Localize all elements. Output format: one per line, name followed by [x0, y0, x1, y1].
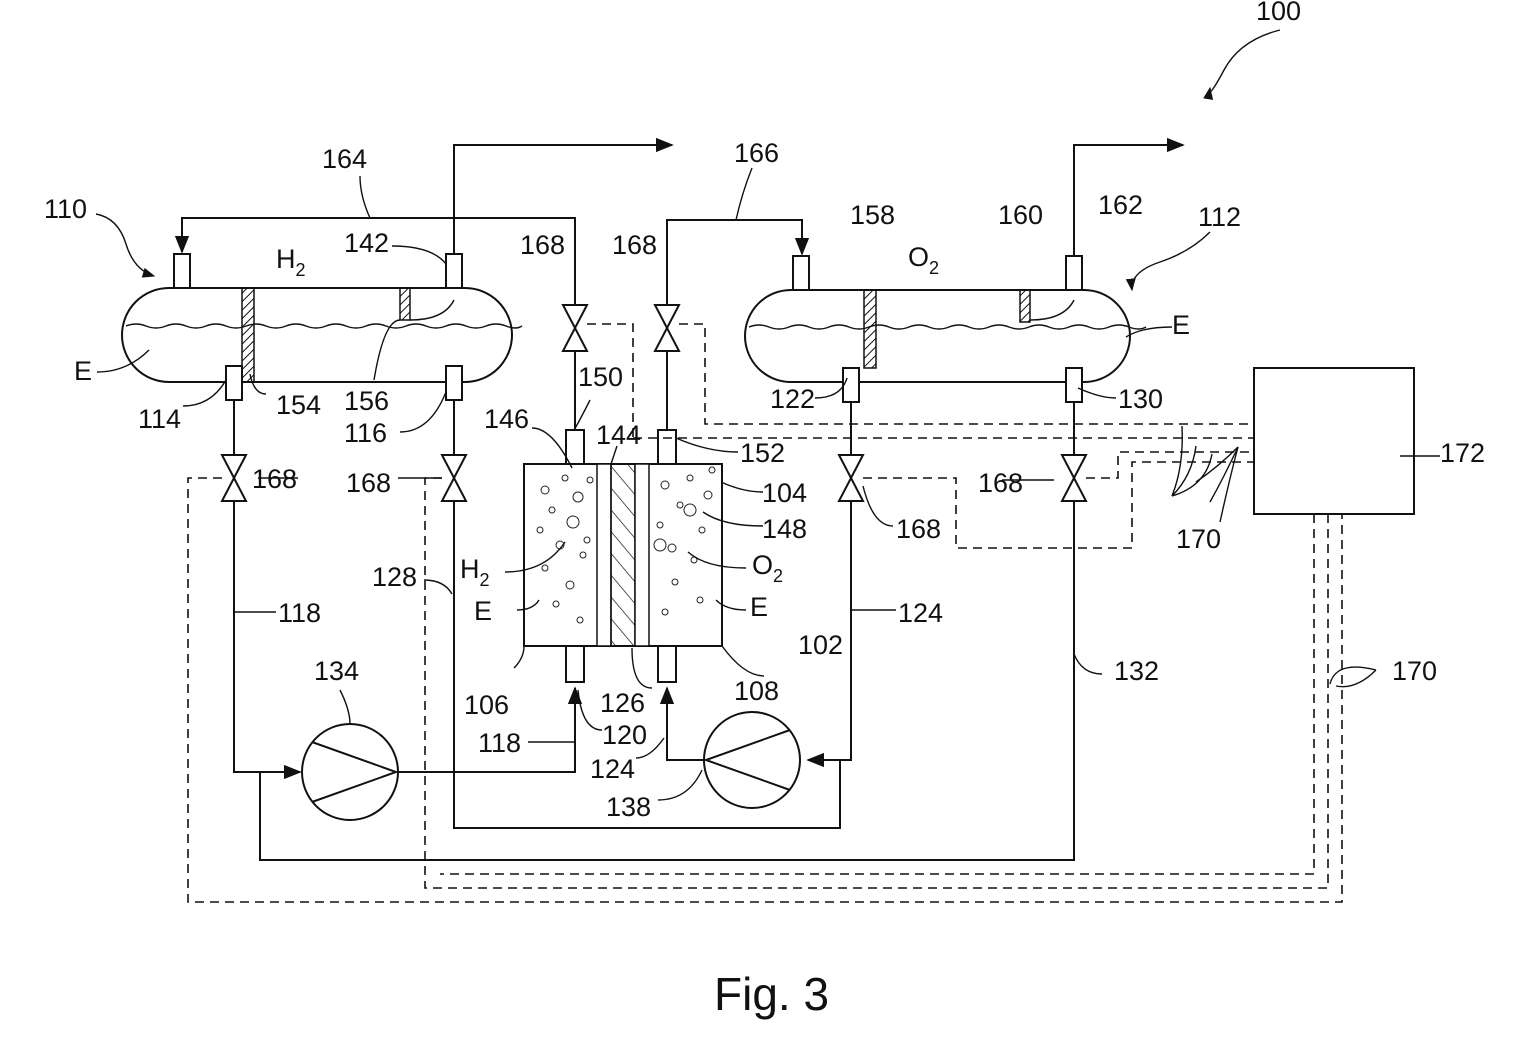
label-112: 112 — [1198, 202, 1241, 232]
label-150: 150 — [578, 362, 623, 392]
label-114: 114 — [138, 404, 181, 434]
label-170-b: 170 — [1392, 656, 1437, 686]
label-124-b: 124 — [590, 754, 635, 784]
label-138: 138 — [606, 792, 651, 822]
label-162: 162 — [1098, 190, 1143, 220]
label-130: 130 — [1118, 384, 1163, 414]
label-100: 100 — [1256, 0, 1301, 26]
label-168-a: 168 — [520, 230, 565, 260]
label-144: 144 — [596, 420, 641, 450]
label-124-a: 124 — [898, 598, 943, 628]
label-168-c: 168 — [252, 464, 297, 494]
equalizing-line-166 — [667, 220, 802, 290]
label-160: 160 — [998, 200, 1043, 230]
label-108: 108 — [734, 676, 779, 706]
label-128: 128 — [372, 562, 417, 592]
label-168-f: 168 — [978, 468, 1023, 498]
label-168-e: 168 — [896, 514, 941, 544]
label-132: 132 — [1114, 656, 1159, 686]
valve-168-line-130 — [1062, 455, 1086, 501]
label-148: 148 — [762, 514, 807, 544]
hydrogen-separator-tank — [122, 254, 522, 400]
label-o2-tank: O2 — [908, 242, 939, 278]
label-134: 134 — [314, 656, 359, 686]
label-e-cell-right: E — [750, 592, 768, 622]
label-164: 164 — [322, 144, 367, 174]
label-118-b: 118 — [478, 728, 521, 758]
label-120: 120 — [602, 720, 647, 750]
valve-168-hydrogen-gas — [563, 305, 587, 351]
valve-168-line-114 — [222, 455, 246, 501]
label-106: 106 — [464, 690, 509, 720]
label-156: 156 — [344, 386, 389, 416]
label-158: 158 — [850, 200, 895, 230]
pump-134 — [302, 724, 398, 820]
label-102: 102 — [798, 630, 843, 660]
label-116: 116 — [344, 418, 387, 448]
label-e-cell-left: E — [474, 596, 492, 626]
label-154: 154 — [276, 390, 321, 420]
label-146: 146 — [484, 404, 529, 434]
label-168-d: 168 — [346, 468, 391, 498]
label-126: 126 — [600, 688, 645, 718]
label-e-left: E — [74, 356, 92, 386]
oxygen-separator-tank — [745, 256, 1146, 402]
figure-caption: Fig. 3 — [714, 968, 829, 1020]
label-122: 122 — [770, 384, 815, 414]
label-168-b: 168 — [612, 230, 657, 260]
label-e-right: E — [1172, 310, 1190, 340]
valve-168-line-116 — [442, 455, 466, 501]
label-h2-cell: H2 — [460, 554, 490, 590]
label-110: 110 — [44, 194, 87, 224]
pump-138 — [704, 712, 800, 808]
valve-168-oxygen-gas — [655, 305, 679, 351]
controller-172 — [1254, 368, 1414, 514]
label-166: 166 — [734, 138, 779, 168]
label-118-a: 118 — [278, 598, 321, 628]
label-104: 104 — [762, 478, 807, 508]
label-170-a: 170 — [1176, 524, 1221, 554]
valve-168-line-122 — [839, 455, 863, 501]
label-152: 152 — [740, 438, 785, 468]
label-o2-cell: O2 — [752, 550, 783, 586]
label-172: 172 — [1440, 438, 1485, 468]
label-h2-tank: H2 — [276, 244, 306, 280]
label-142: 142 — [344, 228, 389, 258]
